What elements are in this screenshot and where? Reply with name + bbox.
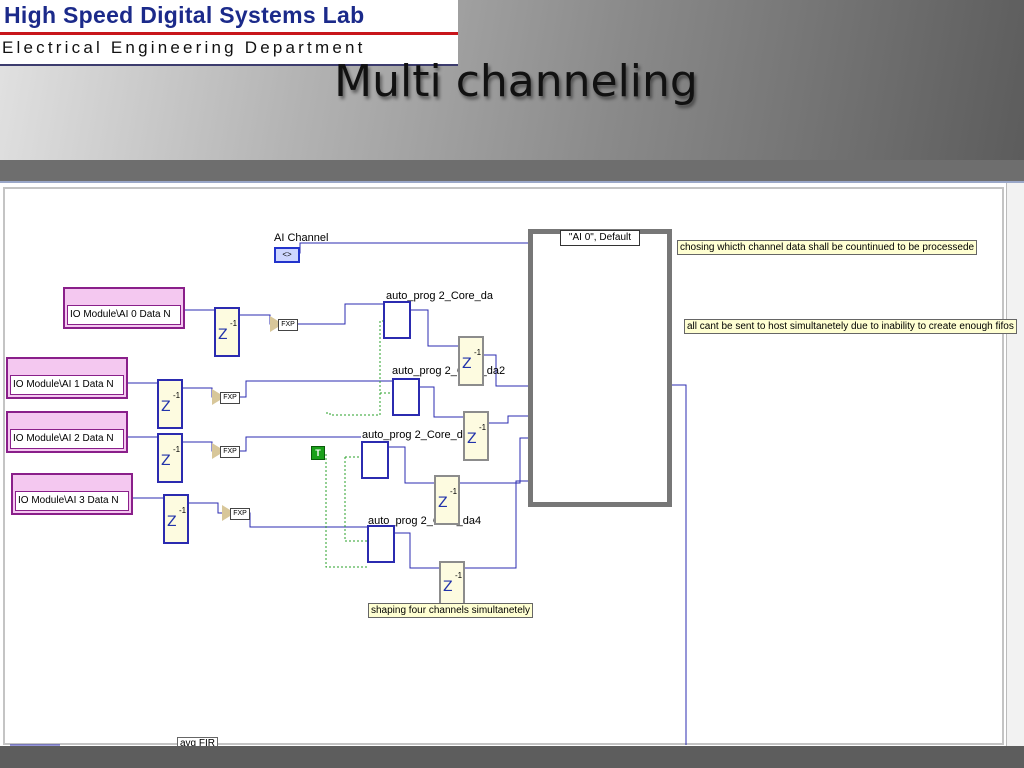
case-structure[interactable] — [528, 229, 672, 507]
logo-department: Electrical Engineering Department — [2, 38, 366, 57]
io-module-ai3[interactable]: IO Module\AI 3 Data N — [11, 473, 133, 515]
wire-bool-2 — [326, 320, 383, 416]
delay-exp: -1 — [173, 391, 181, 400]
delay-z: Z — [467, 431, 477, 447]
delay-node-ai1[interactable]: Z -1 — [157, 379, 183, 429]
vertical-scrollbar[interactable] — [1006, 183, 1024, 748]
io-module-ai0-label: IO Module\AI 0 Data N — [67, 305, 181, 325]
fxp-label-ai2: FXP — [220, 446, 240, 458]
lab-logo: High Speed Digital Systems Lab Electrica… — [0, 0, 458, 66]
wire-d3 — [462, 480, 528, 569]
io-module-ai1-label: IO Module\AI 1 Data N — [10, 375, 124, 395]
fxp-label-ai1: FXP — [220, 392, 240, 404]
delay-z: Z — [218, 327, 228, 343]
ai-channel-label: AI Channel — [274, 232, 329, 244]
true-constant[interactable]: T — [311, 446, 325, 460]
wire-fxp2 — [232, 436, 361, 452]
delay-exp: -1 — [230, 319, 238, 328]
delay-exp: -1 — [455, 571, 463, 580]
wire-fxp1 — [232, 380, 392, 398]
fxp-label-ai0: FXP — [278, 319, 298, 331]
subvi-label-2: auto_prog 2_Core_da2 — [392, 365, 506, 377]
wire-case-out — [672, 384, 687, 745]
delay-node-stage2-3[interactable]: Z -1 — [434, 475, 460, 525]
fxp-label-ai3: FXP — [230, 508, 250, 520]
delay-z: Z — [443, 579, 453, 595]
io-module-ai0[interactable]: IO Module\AI 0 Data N — [63, 287, 185, 329]
delay-z: Z — [161, 399, 171, 415]
subvi-core-da4[interactable] — [367, 525, 395, 563]
delay-z: Z — [438, 495, 448, 511]
delay-exp: -1 — [479, 423, 487, 432]
ai-channel-control[interactable]: <> — [274, 247, 300, 263]
io-module-ai2-label: IO Module\AI 2 Data N — [10, 429, 124, 449]
delay-node-stage2-4[interactable]: Z -1 — [439, 561, 465, 605]
wire-sub1 — [418, 386, 463, 418]
io-module-ai2[interactable]: IO Module\AI 2 Data N — [6, 411, 128, 453]
wire-d2 — [458, 437, 528, 484]
diagram-frame — [3, 187, 1004, 745]
subvi-core-da2[interactable] — [392, 378, 420, 416]
delay-node-ai2[interactable]: Z -1 — [157, 433, 183, 483]
wire-layer — [10, 242, 687, 746]
io-module-ai1[interactable]: IO Module\AI 1 Data N — [6, 357, 128, 399]
delay-exp: -1 — [450, 487, 458, 496]
logo-red-bar — [0, 32, 458, 35]
wire-d0 — [482, 354, 528, 387]
subvi-label-3: auto_prog 2_Core_da3 — [362, 429, 476, 441]
logo-lab-name: High Speed Digital Systems Lab — [4, 2, 365, 28]
wire-sub0 — [409, 309, 458, 347]
slide-title: Multi channeling — [334, 56, 698, 107]
delay-exp: -1 — [173, 445, 181, 454]
delay-z: Z — [161, 453, 171, 469]
delay-exp: -1 — [179, 506, 187, 515]
delay-z: Z — [462, 356, 472, 372]
wire-d1 — [488, 415, 528, 424]
delay-node-ai0[interactable]: Z -1 — [214, 307, 240, 357]
subvi-label-1: auto_prog 2_Core_da — [386, 290, 494, 302]
subvi-core-da[interactable] — [383, 301, 411, 339]
comment-channel-choice: chosing whicth channel data shall be cou… — [677, 240, 978, 255]
comment-fifo-note: all cant be sent to host simultanetely d… — [684, 319, 1017, 334]
delay-node-stage2-1[interactable]: Z -1 — [458, 336, 484, 386]
wire-fxp3 — [242, 512, 367, 528]
block-diagram-screenshot: AI Channel <> IO Module\AI 0 Data N IO M… — [0, 181, 1024, 750]
delay-node-stage2-2[interactable]: Z -1 — [463, 411, 489, 461]
delay-node-ai3[interactable]: Z -1 — [163, 494, 189, 544]
delay-exp: -1 — [474, 348, 482, 357]
wire-bool-5 — [344, 457, 367, 542]
wire-ai-channel — [296, 242, 530, 254]
comment-shaping: shaping four channels simultanetely — [368, 603, 533, 618]
wire-fxp0 — [296, 303, 383, 325]
subvi-core-da3[interactable] — [361, 441, 389, 479]
slide-footer-bar — [0, 746, 1024, 768]
wire-sub2 — [387, 446, 434, 484]
io-module-ai3-label: IO Module\AI 3 Data N — [15, 491, 129, 511]
case-selector[interactable]: "AI 0", Default — [560, 230, 640, 246]
delay-z: Z — [167, 514, 177, 530]
wire-sub3 — [392, 532, 439, 569]
